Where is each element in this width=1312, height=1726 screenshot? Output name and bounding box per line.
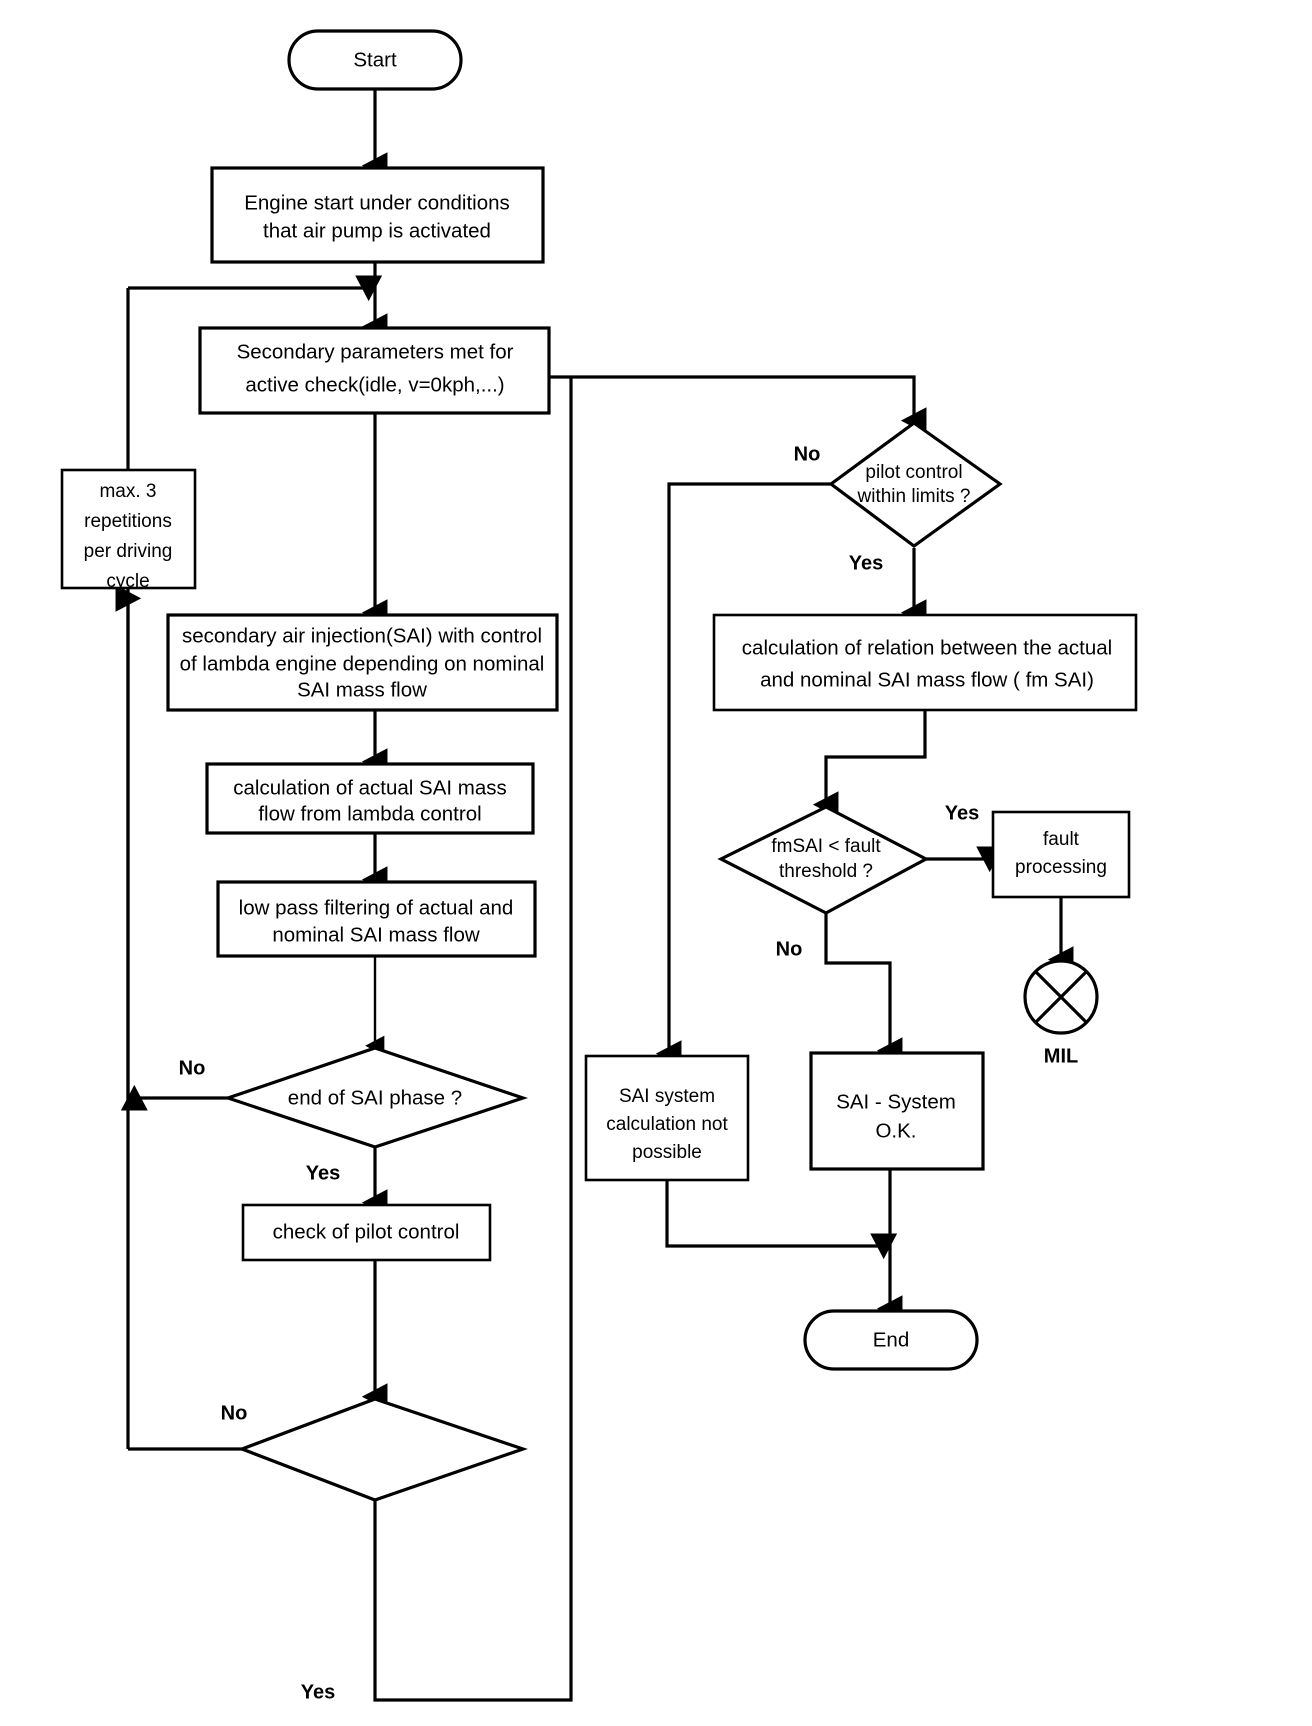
edge-secondary-params-to-pilot-control	[549, 375, 927, 435]
node-sai-injection-line3: SAI mass flow	[297, 678, 427, 701]
node-end[interactable]: End	[803, 1309, 979, 1371]
edge-label-end-of-sai-no: No	[179, 1057, 206, 1079]
node-sai-ok-line1: SAI - System	[836, 1090, 956, 1113]
node-fmsai-threshold-line2: threshold ?	[779, 861, 873, 882]
node-sai-injection-line2: of lambda engine depending on nominal	[180, 652, 545, 675]
node-pilot-within-limits-line2: within limits ?	[857, 486, 971, 507]
node-max-repetitions[interactable]: max. 3 repetitions per driving cycle	[60, 468, 197, 592]
node-sai-not-possible-line2: calculation not	[606, 1114, 728, 1135]
edge-label-pilot-no: No	[794, 443, 821, 465]
node-fault-processing-line1: fault	[1043, 829, 1080, 850]
node-low-pass-line2: nominal SAI mass flow	[272, 923, 480, 946]
node-low-pass-line1: low pass filtering of actual and	[239, 896, 514, 919]
node-secondary-params-line2: active check(idle, v=0kph,...)	[245, 373, 504, 396]
node-secondary-params-line1: Secondary parameters met for	[237, 340, 514, 363]
node-max-repetitions-line4: cycle	[106, 571, 149, 592]
node-unlabeled-decision[interactable]	[237, 1397, 528, 1502]
node-max-repetitions-line2: repetitions	[84, 511, 172, 532]
node-engine-start[interactable]: Engine start under conditions that air p…	[210, 166, 545, 264]
node-check-pilot[interactable]: check of pilot control	[241, 1203, 492, 1262]
edge-label-decision-no: No	[221, 1402, 248, 1424]
node-pilot-within-limits[interactable]: pilot control within limits ?	[828, 421, 1003, 548]
node-max-repetitions-line3: per driving	[84, 541, 173, 562]
node-calc-actual-line1: calculation of actual SAI mass	[233, 776, 506, 799]
node-fmsai-threshold-line1: fmSAI < fault	[771, 836, 881, 857]
mil-indicator-icon	[1023, 959, 1099, 1035]
edge-label-pilot-yes: Yes	[849, 552, 883, 574]
edge-label-decision-yes: Yes	[301, 1681, 335, 1703]
node-sai-not-possible-line1: SAI system	[619, 1086, 715, 1107]
node-sai-injection[interactable]: secondary air injection(SAI) with contro…	[166, 613, 559, 712]
node-fault-processing-line2: processing	[1015, 857, 1107, 878]
node-sai-injection-line1: secondary air injection(SAI) with contro…	[182, 624, 542, 647]
edge-pilot-no-to-sai-not-possible	[655, 482, 831, 1068]
node-calc-relation-line1: calculation of relation between the actu…	[742, 636, 1112, 659]
node-sai-ok-line2: O.K.	[875, 1119, 916, 1142]
node-secondary-params[interactable]: Secondary parameters met for active chec…	[198, 326, 551, 415]
mil-label: MIL	[1044, 1045, 1078, 1067]
node-low-pass[interactable]: low pass filtering of actual and nominal…	[216, 880, 537, 958]
node-start-label: Start	[353, 48, 397, 71]
node-end-of-sai[interactable]: end of SAI phase ?	[222, 1046, 529, 1149]
node-sai-ok[interactable]: SAI - System O.K.	[809, 1051, 985, 1171]
node-engine-start-line2: that air pump is activated	[263, 219, 491, 242]
edge-fmsai-no-to-sai-ok	[824, 913, 903, 1065]
node-end-label: End	[873, 1328, 909, 1351]
node-engine-start-line1: Engine start under conditions	[244, 191, 510, 214]
node-end-of-sai-label: end of SAI phase ?	[288, 1086, 462, 1109]
node-calc-actual-line2: flow from lambda control	[258, 802, 481, 825]
edge-label-fmsai-yes: Yes	[945, 802, 979, 824]
edge-decision-yes-to-right-trunk	[373, 377, 573, 1702]
node-sai-not-possible-line3: possible	[632, 1142, 702, 1163]
node-calc-relation-line2: and nominal SAI mass flow ( fm SAI)	[760, 668, 1094, 691]
edge-label-end-of-sai-yes: Yes	[306, 1162, 340, 1184]
node-fmsai-threshold[interactable]: fmSAI < fault threshold ?	[717, 805, 930, 915]
node-pilot-within-limits-line1: pilot control	[865, 462, 962, 483]
node-start[interactable]: Start	[287, 29, 463, 91]
edge-sai-not-possible-to-end	[665, 1180, 898, 1260]
node-calc-actual[interactable]: calculation of actual SAI mass flow from…	[205, 762, 535, 835]
node-fault-processing[interactable]: fault processing	[991, 810, 1131, 899]
node-sai-not-possible[interactable]: SAI system calculation not possible	[584, 1054, 750, 1182]
edge-calc-relation-to-fmsai	[812, 710, 927, 819]
node-max-repetitions-line1: max. 3	[99, 481, 156, 502]
node-check-pilot-label: check of pilot control	[273, 1220, 460, 1243]
node-calc-relation[interactable]: calculation of relation between the actu…	[712, 613, 1138, 712]
edge-label-fmsai-no: No	[776, 938, 803, 960]
